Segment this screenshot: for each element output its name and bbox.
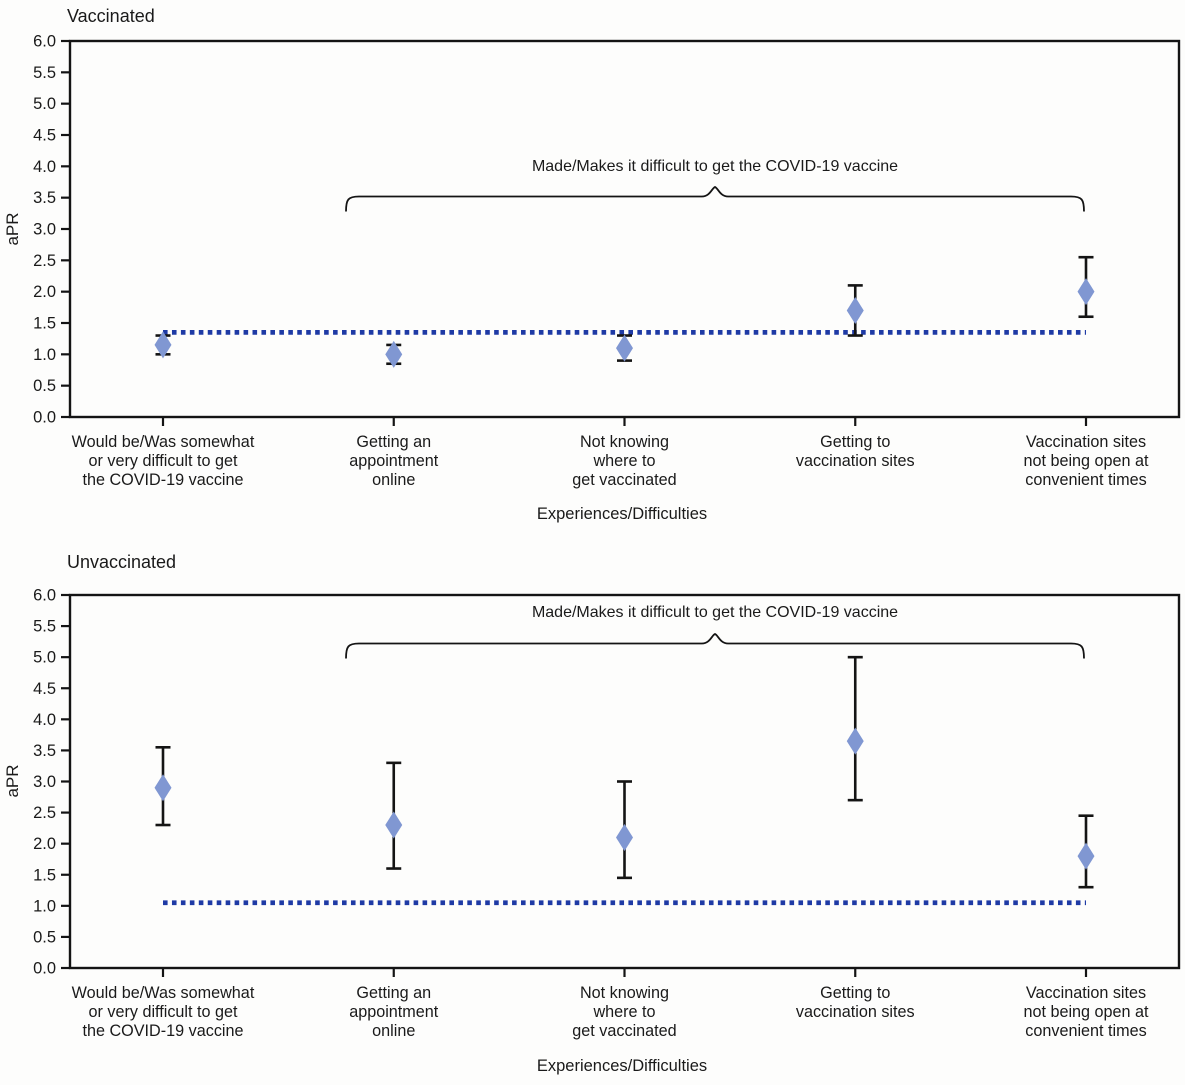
- category-label: Getting to: [820, 984, 890, 1002]
- category-label: not being open at: [1023, 452, 1149, 470]
- apr-diamond-marker: [1077, 278, 1095, 306]
- y-tick-label: 0.0: [33, 960, 56, 978]
- y-tick-label: 2.5: [33, 804, 56, 822]
- apr-diamond-marker: [154, 774, 172, 802]
- panel-title-vaccinated: Vaccinated: [67, 6, 155, 26]
- y-tick-label: 0.5: [33, 377, 56, 395]
- y-tick-label: 3.0: [33, 773, 56, 791]
- y-tick-label: 5.0: [33, 649, 56, 667]
- panel-title-unvaccinated: Unvaccinated: [67, 552, 177, 572]
- category-label: Would be/Was somewhat: [72, 433, 255, 451]
- category-label: vaccination sites: [796, 1003, 915, 1021]
- category-label: get vaccinated: [572, 471, 676, 489]
- category-label: Would be/Was somewhat: [72, 984, 255, 1002]
- category-label: Getting an: [356, 433, 431, 451]
- brace: [345, 186, 1085, 212]
- category-label: appointment: [349, 452, 439, 470]
- category-label: appointment: [349, 1003, 439, 1021]
- y-tick-label: 4.0: [33, 158, 56, 176]
- apr-diamond-marker: [846, 727, 864, 755]
- category-label: Not knowing: [580, 984, 669, 1002]
- category-label: not being open at: [1023, 1003, 1149, 1021]
- y-tick-label: 3.5: [33, 742, 56, 760]
- category-label: the COVID-19 vaccine: [82, 1022, 243, 1040]
- y-tick-label: 6.0: [33, 587, 56, 605]
- category-label: Not knowing: [580, 433, 669, 451]
- apr-diamond-marker: [154, 331, 172, 359]
- y-tick-label: 5.5: [33, 618, 56, 636]
- y-tick-label: 0.0: [33, 409, 56, 427]
- y-tick-label: 4.0: [33, 711, 56, 729]
- y-tick-label: 3.0: [33, 221, 56, 239]
- apr-diamond-marker: [846, 296, 864, 324]
- category-label: or very difficult to get: [88, 1003, 238, 1021]
- y-tick-label: 5.0: [33, 95, 56, 113]
- category-label: Getting an: [356, 984, 431, 1002]
- y-tick-label: 2.0: [33, 835, 56, 853]
- y-tick-label: 2.5: [33, 252, 56, 270]
- y-tick-label: 6.0: [33, 33, 56, 51]
- category-label: where to: [592, 452, 655, 470]
- category-label: get vaccinated: [572, 1022, 676, 1040]
- apr-diamond-marker: [616, 334, 633, 362]
- y-tick-label: 3.5: [33, 189, 56, 207]
- y-tick-label: 0.5: [33, 928, 56, 946]
- x-axis-label-bottom: Experiences/Difficulties: [536, 1057, 708, 1075]
- category-label: the COVID-19 vaccine: [82, 471, 243, 489]
- category-label: Vaccination sites: [1026, 984, 1146, 1002]
- apr-diamond-marker: [385, 811, 403, 839]
- category-label: online: [372, 1022, 415, 1040]
- category-label: where to: [592, 1003, 655, 1021]
- y-axis-label-top: aPR: [3, 212, 23, 246]
- y-tick-label: 1.5: [33, 315, 56, 333]
- category-label: convenient times: [1025, 1022, 1146, 1040]
- x-axis-label-top: Experiences/Difficulties: [536, 505, 708, 523]
- y-tick-label: 4.5: [33, 680, 56, 698]
- apr-diamond-marker: [1077, 842, 1095, 870]
- category-label: convenient times: [1025, 471, 1146, 489]
- vaccinated-chart: 0.0 0.5 1.0 1.5 2.0 2.5 3.0 3.5 4.0 4.5 5.0 5.5 6.0W…: [33, 33, 1181, 489]
- brace-annotation-bottom: Made/Makes it difficult to get the COVID…: [531, 604, 899, 621]
- y-tick-label: 1.5: [33, 866, 56, 884]
- category-label: vaccination sites: [796, 452, 915, 470]
- apr-diamond-marker: [616, 823, 633, 851]
- category-label: Getting to: [820, 433, 890, 451]
- brace: [345, 633, 1085, 659]
- category-label: or very difficult to get: [88, 452, 238, 470]
- y-tick-label: 1.0: [33, 897, 56, 915]
- category-label: Vaccination sites: [1026, 433, 1146, 451]
- apr-diamond-marker: [385, 340, 403, 368]
- y-tick-label: 5.5: [33, 64, 56, 82]
- y-tick-label: 2.0: [33, 283, 56, 301]
- y-tick-label: 4.5: [33, 127, 56, 145]
- category-label: online: [372, 471, 415, 489]
- brace-annotation-top: Made/Makes it difficult to get the COVID…: [531, 158, 899, 175]
- unvaccinated-chart: 0.0 0.5 1.0 1.5 2.0 2.5 3.0 3.5 4.0 4.5 5.0 5.5 6.0W…: [33, 587, 1181, 1040]
- y-axis-label-bottom: aPR: [3, 764, 23, 798]
- y-tick-label: 1.0: [33, 346, 56, 364]
